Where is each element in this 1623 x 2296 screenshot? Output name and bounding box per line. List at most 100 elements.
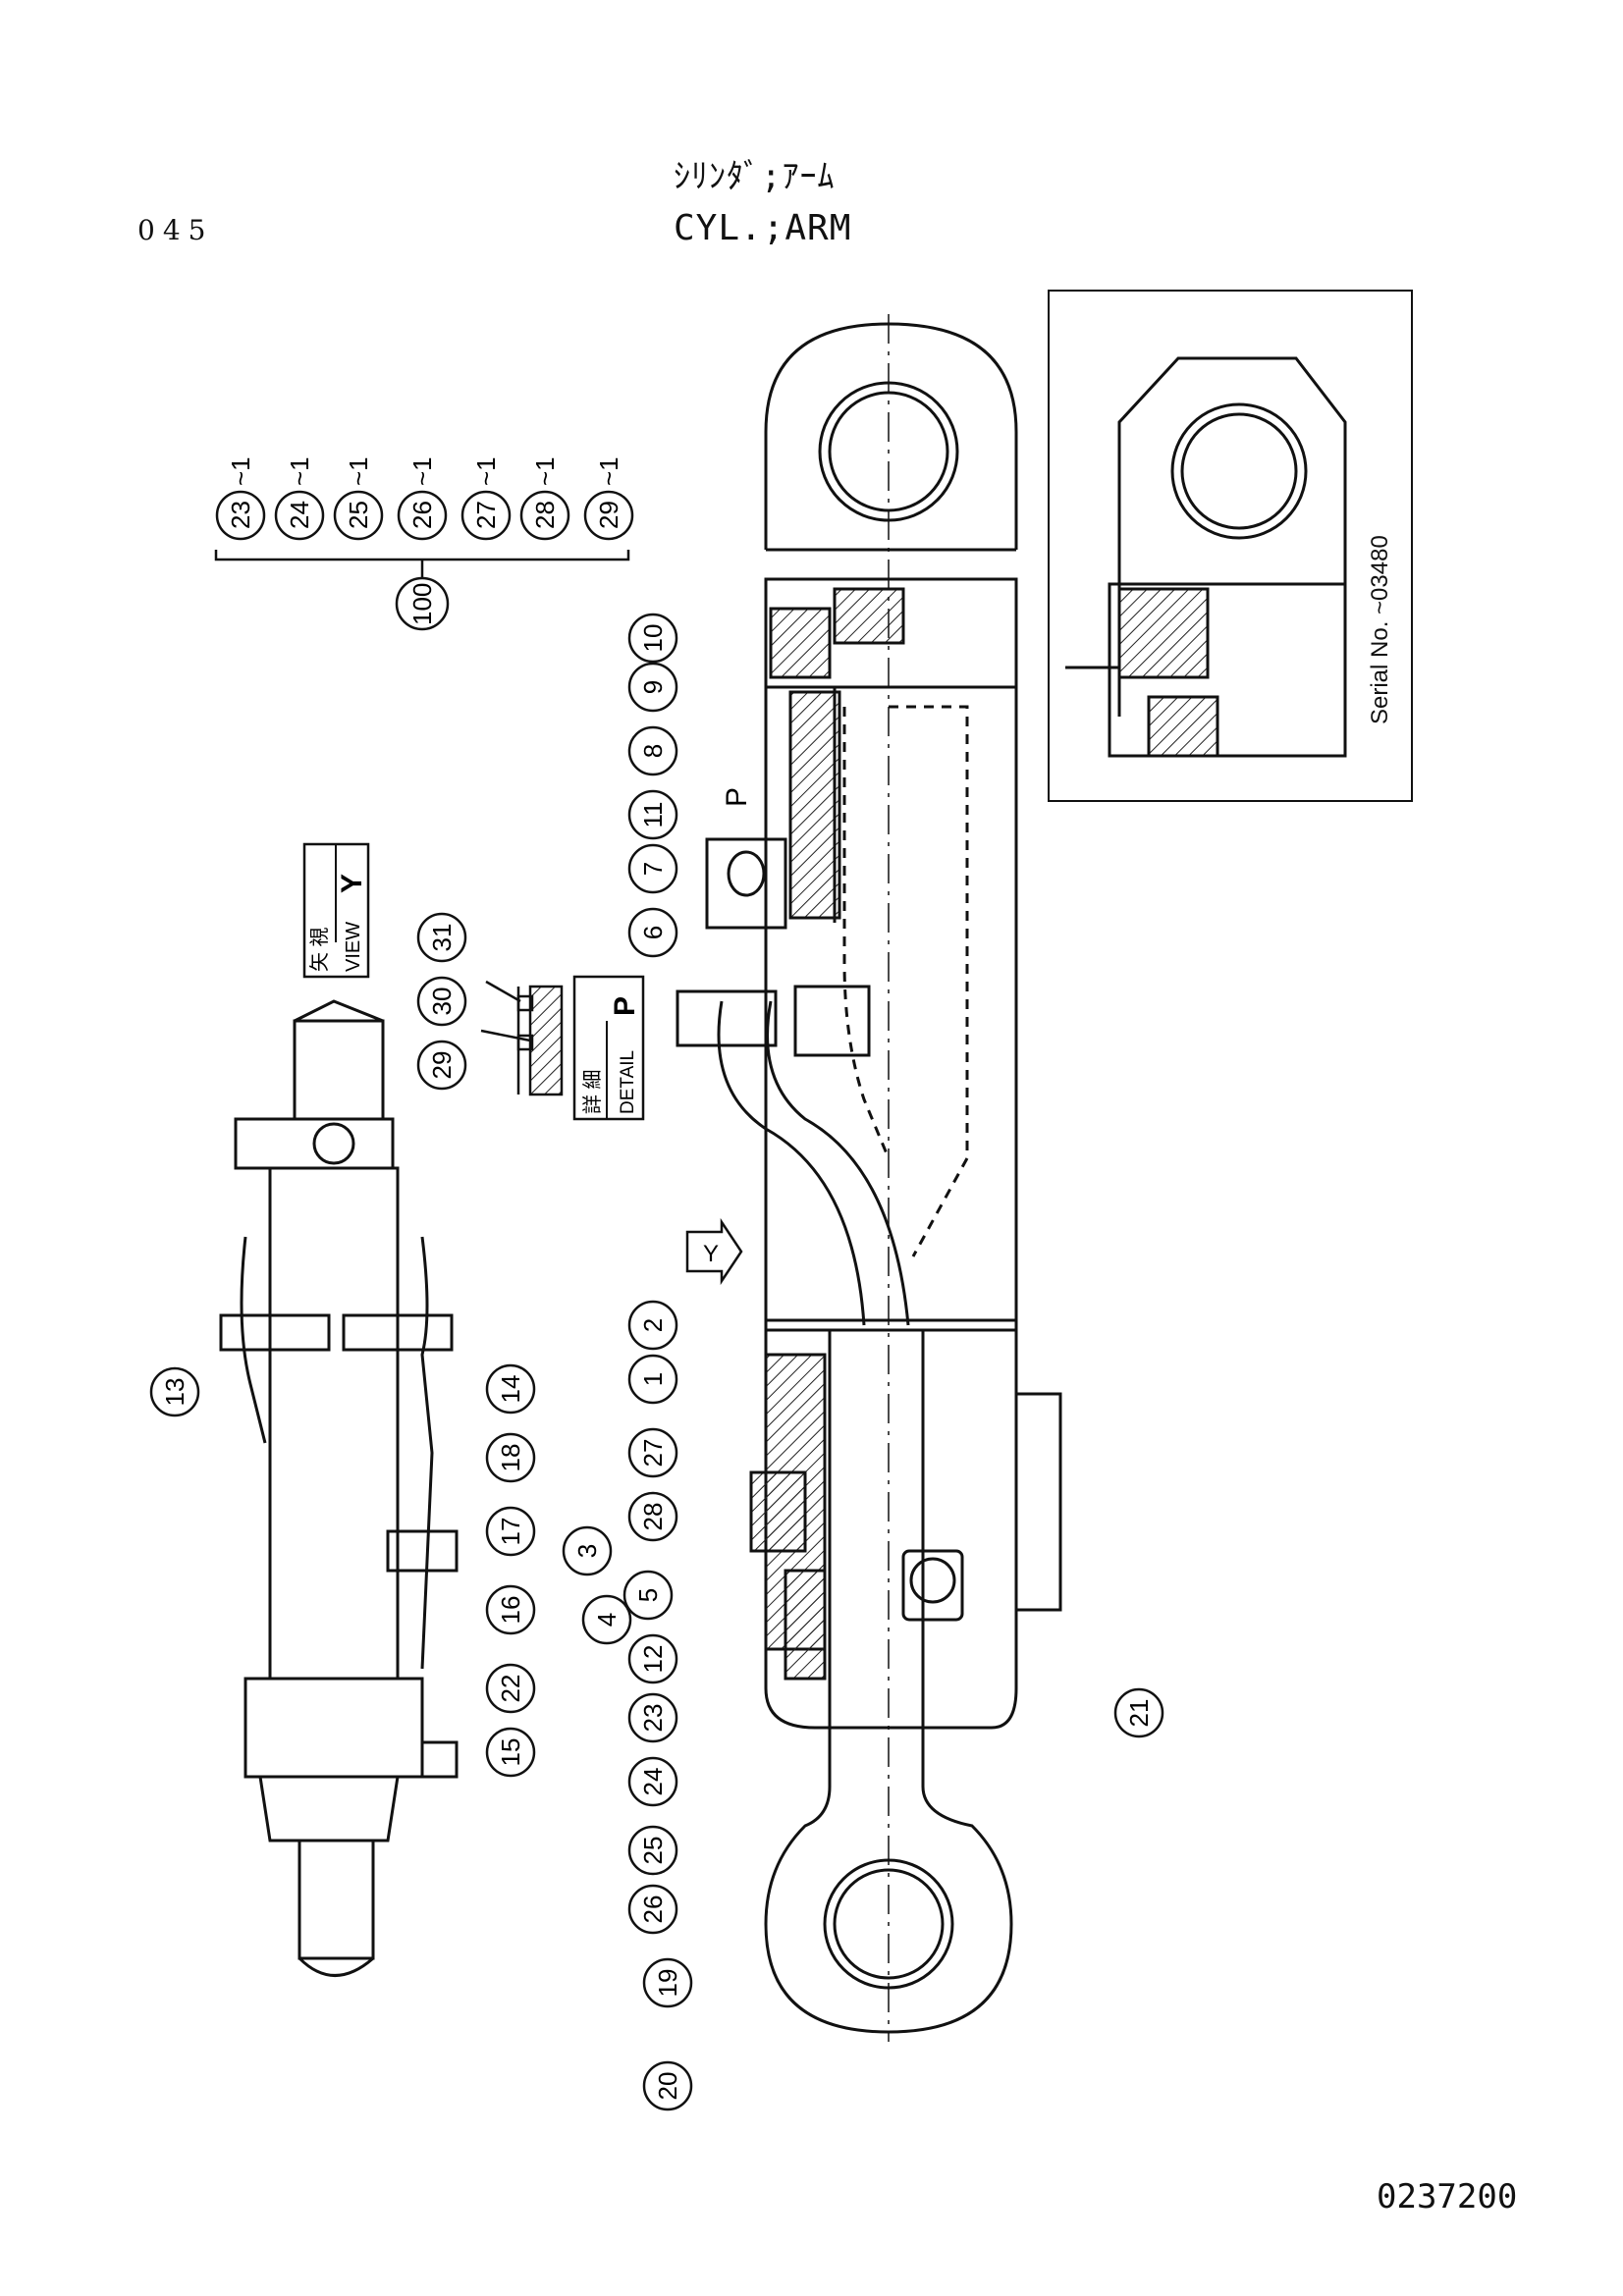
kit-suffix: ~1 bbox=[407, 456, 437, 486]
callout-label-19: 19 bbox=[653, 1969, 682, 1998]
detail-p-sketch bbox=[480, 980, 564, 1096]
kit-suffix: ~1 bbox=[344, 456, 373, 486]
callout-2: 2 bbox=[627, 1300, 678, 1351]
callout-label-31: 31 bbox=[427, 924, 457, 952]
kit-suffix: ~1 bbox=[285, 456, 314, 486]
serial-number-label: Serial No. ~03480 bbox=[1367, 535, 1393, 724]
kit-item-24: 24 bbox=[285, 501, 314, 529]
callout-label-21: 21 bbox=[1124, 1699, 1154, 1728]
title-english: CYL.;ARM bbox=[674, 208, 852, 248]
callout-31: 31 bbox=[416, 912, 467, 963]
kit-suffix: ~1 bbox=[530, 456, 560, 486]
callout-label-15: 15 bbox=[496, 1738, 525, 1767]
callout-label-29: 29 bbox=[427, 1051, 457, 1080]
callout-label-2: 2 bbox=[638, 1318, 668, 1332]
callout-label-6: 6 bbox=[638, 926, 668, 939]
callout-17: 17 bbox=[485, 1506, 536, 1557]
callout-label-10: 10 bbox=[638, 624, 668, 653]
callout-label-5: 5 bbox=[633, 1588, 663, 1602]
main-cylinder bbox=[676, 314, 1062, 2042]
side-view-y bbox=[219, 999, 459, 1977]
callout-label-13: 13 bbox=[160, 1378, 189, 1407]
view-y-letter: Y bbox=[336, 874, 368, 893]
callout-25: 25 bbox=[627, 1825, 678, 1876]
callout-16: 16 bbox=[485, 1584, 536, 1635]
callout-6: 6 bbox=[627, 907, 678, 958]
title-japanese: ｼﾘﾝﾀﾞ;ｱｰﾑ bbox=[674, 157, 836, 196]
view-y-box: 矢 視 VIEW Y bbox=[302, 842, 370, 979]
callout-29: 29 bbox=[416, 1040, 467, 1091]
callout-label-18: 18 bbox=[496, 1444, 525, 1472]
detail-p-letter: P bbox=[609, 996, 641, 1016]
callout-label-27: 27 bbox=[638, 1439, 668, 1468]
callout-22: 22 bbox=[485, 1663, 536, 1714]
callout-label-11: 11 bbox=[638, 802, 668, 828]
kit-brace bbox=[214, 550, 630, 579]
p-marker-label: P bbox=[721, 787, 753, 807]
kit-group-callouts: 23~1 24~1 25~1 26~1 27~1 28~1 29~1 100 bbox=[215, 456, 634, 631]
callout-label-28: 28 bbox=[638, 1503, 668, 1531]
detail-p-jp: 詳 細 bbox=[581, 1069, 604, 1114]
callout-label-9: 9 bbox=[638, 680, 668, 694]
y-arrow-label: Y bbox=[703, 1241, 719, 1267]
serial-inset bbox=[1048, 290, 1413, 802]
callout-1: 1 bbox=[627, 1354, 678, 1405]
kit-suffix: ~1 bbox=[226, 456, 255, 486]
callout-label-30: 30 bbox=[427, 988, 457, 1016]
callout-label-16: 16 bbox=[496, 1596, 525, 1625]
callout-label-1: 1 bbox=[638, 1372, 668, 1386]
callout-label-4: 4 bbox=[592, 1613, 622, 1627]
kit-item-23: 23 bbox=[226, 501, 255, 529]
callout-7: 7 bbox=[627, 843, 678, 894]
callout-3: 3 bbox=[562, 1525, 613, 1576]
callout-14: 14 bbox=[485, 1363, 536, 1415]
callout-19: 19 bbox=[642, 1957, 693, 2008]
callout-label-25: 25 bbox=[638, 1837, 668, 1865]
callout-label-8: 8 bbox=[638, 744, 668, 758]
callout-4: 4 bbox=[581, 1594, 632, 1645]
detail-p-en: DETAIL bbox=[618, 1050, 638, 1114]
callout-21: 21 bbox=[1113, 1687, 1164, 1738]
callout-18: 18 bbox=[485, 1432, 536, 1483]
kit-item-27: 27 bbox=[471, 501, 501, 529]
callout-20: 20 bbox=[642, 2060, 693, 2111]
callout-12: 12 bbox=[627, 1633, 678, 1684]
kit-item-26: 26 bbox=[407, 501, 437, 529]
callout-8: 8 bbox=[627, 725, 678, 776]
callout-label-26: 26 bbox=[638, 1896, 668, 1924]
callout-10: 10 bbox=[627, 613, 678, 664]
callout-label-3: 3 bbox=[572, 1544, 602, 1558]
callout-26: 26 bbox=[627, 1884, 678, 1935]
page-number: 045 bbox=[137, 214, 214, 246]
callout-label-24: 24 bbox=[638, 1768, 668, 1796]
detail-p-box: 詳 細 DETAIL P bbox=[572, 975, 645, 1121]
view-y-en: VIEW bbox=[343, 922, 364, 972]
callout-label-14: 14 bbox=[496, 1375, 525, 1404]
callout-label-12: 12 bbox=[638, 1645, 668, 1674]
view-y-jp: 矢 視 bbox=[308, 927, 331, 972]
callout-15: 15 bbox=[485, 1727, 536, 1778]
callout-11: 11 bbox=[627, 789, 678, 840]
kit-number-100: 100 bbox=[407, 583, 437, 625]
callout-label-17: 17 bbox=[496, 1518, 525, 1546]
callout-label-23: 23 bbox=[638, 1704, 668, 1733]
callout-27: 27 bbox=[627, 1427, 678, 1478]
callout-30: 30 bbox=[416, 976, 467, 1027]
callout-23: 23 bbox=[627, 1692, 678, 1743]
callout-label-22: 22 bbox=[496, 1675, 525, 1703]
callout-9: 9 bbox=[627, 662, 678, 713]
callout-28: 28 bbox=[627, 1491, 678, 1542]
kit-item-29: 29 bbox=[594, 501, 623, 529]
y-view-arrow bbox=[685, 1217, 743, 1286]
callout-label-20: 20 bbox=[653, 2072, 682, 2101]
callout-24: 24 bbox=[627, 1756, 678, 1807]
callout-5: 5 bbox=[622, 1570, 674, 1621]
kit-item-25: 25 bbox=[344, 501, 373, 529]
kit-suffix: ~1 bbox=[594, 456, 623, 486]
kit-item-28: 28 bbox=[530, 501, 560, 529]
callout-label-7: 7 bbox=[638, 862, 668, 876]
callout-13: 13 bbox=[149, 1366, 200, 1417]
document-number: 0237200 bbox=[1377, 2177, 1518, 2216]
